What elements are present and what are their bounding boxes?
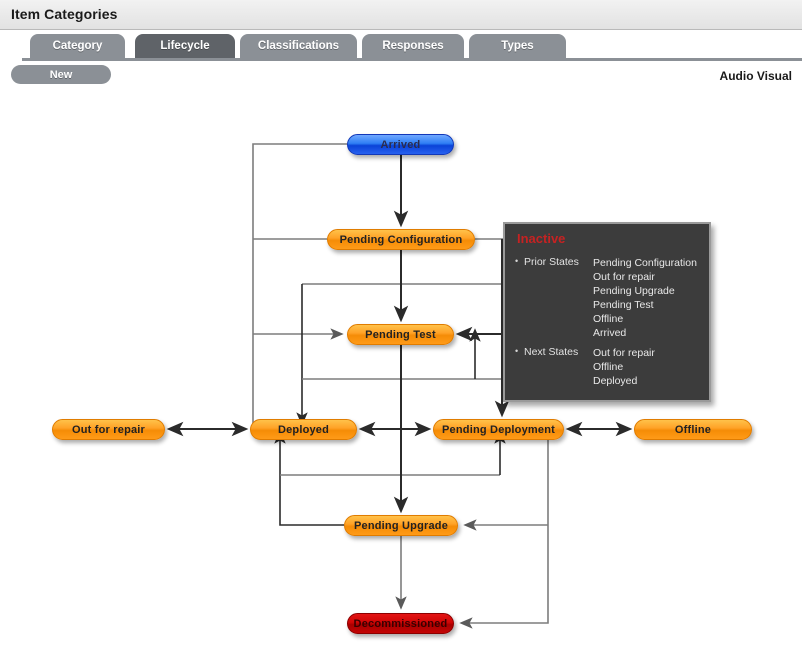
new-button[interactable]: New bbox=[11, 65, 111, 84]
state-node-out-for-repair[interactable]: Out for repair bbox=[52, 419, 165, 440]
tooltip-value: Out for repair bbox=[593, 271, 655, 283]
tab-classifications[interactable]: Classifications bbox=[240, 34, 357, 58]
tab-category[interactable]: Category bbox=[30, 34, 125, 58]
bullet-icon: • bbox=[515, 256, 519, 266]
bullet-icon: • bbox=[515, 346, 519, 356]
tooltip-value: Offline bbox=[593, 361, 624, 373]
state-node-pending-test[interactable]: Pending Test bbox=[347, 324, 454, 345]
tooltip-value: Offline bbox=[593, 313, 624, 325]
page-title: Item Categories bbox=[11, 6, 118, 22]
tooltip-title: Inactive bbox=[517, 231, 566, 246]
tooltip-value: Arrived bbox=[593, 327, 627, 339]
toolbar: New bbox=[0, 61, 802, 89]
tab-responses[interactable]: Responses bbox=[362, 34, 464, 58]
state-node-decommissioned[interactable]: Decommissioned bbox=[347, 613, 454, 634]
page-header: Item Categories bbox=[0, 0, 802, 30]
state-node-pending-upgrade[interactable]: Pending Upgrade bbox=[344, 515, 458, 536]
tab-types[interactable]: Types bbox=[469, 34, 566, 58]
tooltip-value: Pending Upgrade bbox=[593, 285, 675, 297]
tooltip-group-label: Next States bbox=[524, 346, 579, 358]
state-node-deployed[interactable]: Deployed bbox=[250, 419, 357, 440]
tooltip-value: Pending Configuration bbox=[593, 257, 697, 269]
tab-lifecycle[interactable]: Lifecycle bbox=[135, 34, 235, 58]
context-label: Audio Visual bbox=[719, 69, 792, 83]
state-node-pending-deployment[interactable]: Pending Deployment bbox=[433, 419, 564, 440]
tab-underline bbox=[22, 58, 802, 61]
state-node-offline[interactable]: Offline bbox=[634, 419, 752, 440]
tooltip-value: Out for repair bbox=[593, 347, 655, 359]
tooltip-value: Deployed bbox=[593, 375, 638, 387]
state-node-arrived[interactable]: Arrived bbox=[347, 134, 454, 155]
tooltip-group-label: Prior States bbox=[524, 256, 579, 268]
state-tooltip: Inactive • Prior States Pending Configurat… bbox=[503, 222, 711, 402]
tooltip-value: Pending Test bbox=[593, 299, 654, 311]
state-node-pending-configuration[interactable]: Pending Configuration bbox=[327, 229, 475, 250]
